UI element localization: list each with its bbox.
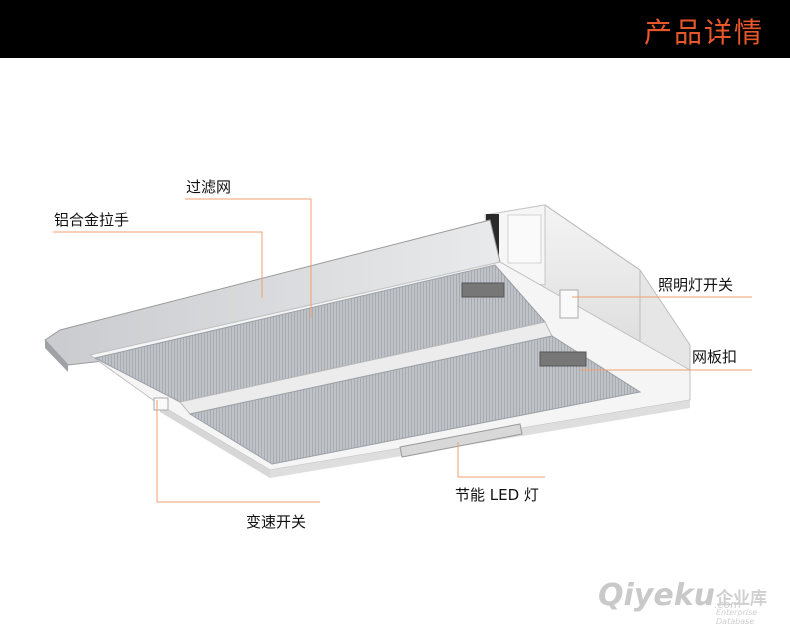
watermark-domain: .com [714,598,741,611]
speed-switch [153,397,169,411]
callout-lines [53,198,752,503]
watermark-cn: 企业库 [716,589,767,609]
light-switch [559,289,579,319]
watermark-logo: Qiyeku 企业库 .com Enterprise Database [598,578,778,626]
filter-mesh-lower [188,335,642,465]
label-light-switch: 照明灯开关 [658,276,734,294]
label-aluminium-handle: 铝合金拉手 [54,211,130,229]
label-filter: 过滤网 [186,178,232,196]
watermark-sub: Enterprise Database [716,608,758,626]
panel-clip-left [461,282,505,298]
page-title: 产品详情 [643,16,764,49]
watermark-brand: Qiyeku [598,578,715,613]
panel-clip-right [539,351,587,367]
label-panel-clip: 网板扣 [692,348,738,366]
label-led-light: 节能 LED 灯 [455,486,539,504]
header-bar: 产品详情 [0,0,790,58]
label-speed-switch: 变速开关 [246,513,307,531]
led-light-bar [399,423,523,458]
